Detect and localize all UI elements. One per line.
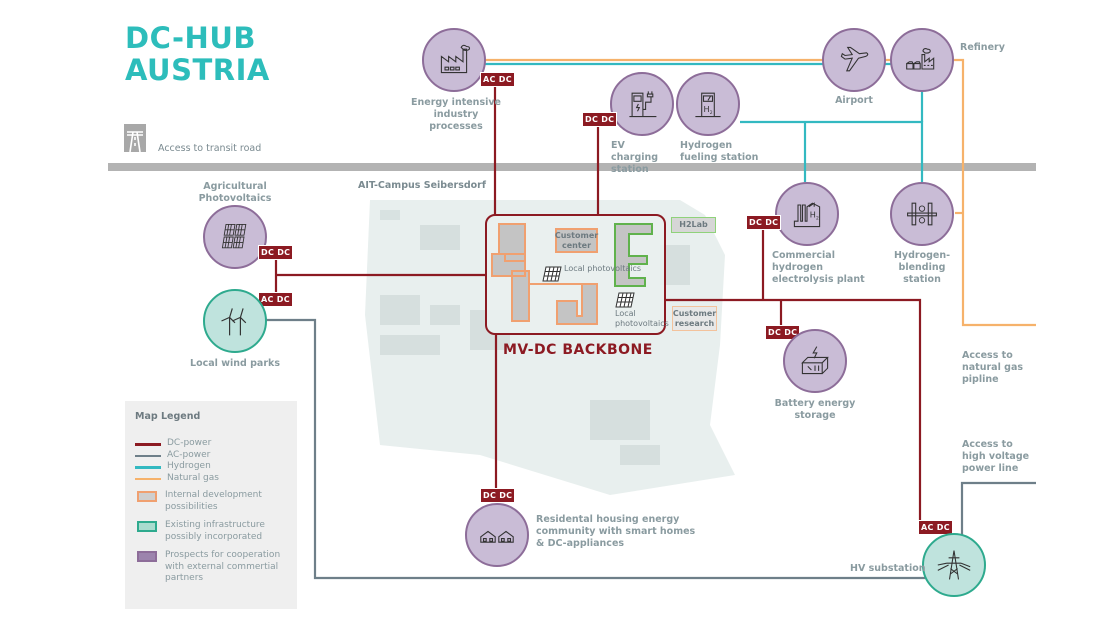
houses-icon	[480, 530, 514, 543]
legend-label: Internal development possibilities	[165, 490, 262, 512]
airplane-icon	[840, 46, 869, 72]
gas-swatch	[135, 477, 161, 480]
ac-line-wind	[265, 318, 925, 580]
gas-line-top	[465, 58, 1036, 327]
factory-icon	[440, 44, 471, 74]
legend-item-gas: Natural gas	[135, 473, 295, 485]
industry-node[interactable]	[422, 28, 486, 92]
h2lab-building: H2Lab	[671, 217, 716, 233]
svg-text:H: H	[704, 104, 710, 114]
converter-tag-electrolysis: DC DC	[746, 215, 782, 230]
ev-label: EV charging station	[611, 140, 659, 175]
converter-tag-housing: DC DC	[480, 488, 516, 503]
legend-label: Hydrogen	[167, 461, 211, 471]
hydrogen-line-fuel	[740, 120, 924, 182]
map-legend: Map Legend DC-power AC-power Hydrogen Na…	[125, 401, 297, 609]
agri-pv-label: Agricultural Photovoltaics	[198, 181, 272, 204]
gas-access-label: Access to natural gas pipline	[962, 350, 1024, 385]
svg-text:2: 2	[710, 110, 713, 116]
converter-tag-agri-pv: DC DC	[258, 245, 294, 260]
solar-panel-icon	[615, 292, 635, 312]
industry-label: Energy intensive industry processes	[411, 97, 501, 132]
agri-pv-node[interactable]	[203, 205, 267, 269]
svg-text:H: H	[810, 210, 816, 220]
ev-charger-icon	[629, 91, 657, 118]
local-pv-label-2: Local photovoltaics	[615, 309, 669, 328]
legend-label: Natural gas	[167, 472, 219, 483]
legend-label: Existing infrastructure possibly incorpo…	[165, 520, 265, 542]
local-pv-label-1: Local photovoltaics	[564, 264, 642, 273]
hv-label: HV substation	[850, 563, 926, 574]
battery-node[interactable]	[783, 329, 847, 393]
legend-title: Map Legend	[135, 411, 201, 422]
legend-item-internal: Internal development possibilities	[135, 490, 295, 513]
existing-swatch	[137, 521, 157, 532]
title-line-1: DC-HUB	[125, 21, 256, 55]
ac-line-hv	[960, 481, 1036, 535]
dc-line-west	[274, 255, 486, 293]
external-swatch	[137, 551, 157, 562]
airport-label: Airport	[835, 95, 873, 106]
legend-label: Prospects for cooperation with external …	[165, 550, 281, 583]
solar-panel-icon	[542, 266, 562, 286]
backbone-buildings	[491, 223, 653, 325]
page-title: DC-HUB AUSTRIA	[125, 22, 270, 86]
blending-valve-icon	[907, 202, 937, 226]
legend-item-external: Prospects for cooperation with external …	[135, 550, 295, 585]
road-label: Access to transit road	[158, 143, 262, 154]
dc-line-east	[666, 298, 922, 522]
legend-item-hydrogen: Hydrogen	[135, 461, 295, 473]
svg-text:2: 2	[816, 215, 819, 221]
blending-node[interactable]	[890, 182, 954, 246]
legend-item-ac: AC-power	[135, 450, 295, 462]
internal-swatch	[137, 491, 157, 502]
refinery-icon	[906, 48, 935, 70]
ac-swatch	[135, 454, 161, 457]
legend-item-dc: DC-power	[135, 438, 295, 450]
dc-swatch	[135, 443, 161, 446]
ev-charging-node[interactable]	[610, 72, 674, 136]
housing-node[interactable]	[465, 503, 529, 567]
highway-icon	[124, 124, 146, 153]
legend-label: AC-power	[167, 449, 211, 460]
converter-tag-industry: AC DC	[480, 72, 515, 87]
wind-turbine-icon	[221, 308, 247, 336]
electrolysis-label: Commercial hydrogen electrolysis plant	[772, 250, 865, 285]
refinery-label: Refinery	[960, 42, 1005, 53]
housing-label: Residental housing energy community with…	[536, 514, 696, 549]
backbone-title: MV-DC BACKBONE	[503, 342, 653, 358]
h2-fueling-label: Hydrogen fueling station	[680, 140, 759, 163]
refinery-node[interactable]	[890, 28, 954, 92]
customer-center-building: Customer center	[555, 228, 598, 253]
hv-substation-node[interactable]	[922, 533, 986, 597]
wind-park-node[interactable]	[203, 289, 267, 353]
converter-tag-ev: DC DC	[582, 112, 618, 127]
converter-tag-hv: AC DC	[918, 520, 953, 535]
hv-access-label: Access to high voltage power line	[962, 439, 1030, 474]
customer-research-building: Customer research	[672, 306, 717, 331]
legend-label: DC-power	[167, 438, 212, 448]
converter-tag-wind: AC DC	[258, 292, 293, 307]
hydrogen-swatch	[135, 466, 161, 469]
campus-label: AIT-Campus Seibersdorf	[358, 180, 486, 191]
power-pylon-icon	[937, 550, 971, 580]
transit-road	[108, 163, 1036, 171]
battery-icon	[801, 346, 829, 375]
wind-label: Local wind parks	[190, 358, 280, 369]
title-line-2: AUSTRIA	[125, 53, 270, 87]
solar-panel-icon	[221, 223, 247, 249]
legend-item-existing: Existing infrastructure possibly incorpo…	[135, 520, 295, 543]
blending-label: Hydrogen-blending station	[893, 250, 951, 285]
backbone-area[interactable]: Customer center Local photovoltaics Loca…	[485, 214, 669, 335]
airport-node[interactable]	[822, 28, 886, 92]
battery-label: Battery energy storage	[774, 398, 856, 421]
